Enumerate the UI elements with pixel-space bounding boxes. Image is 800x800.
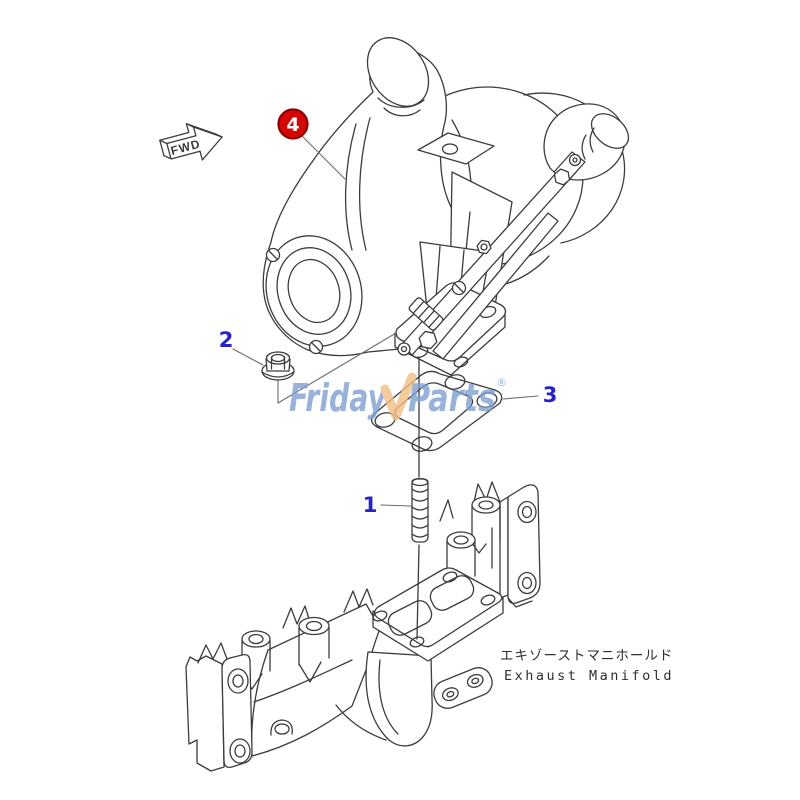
watermark-swoosh-icon (380, 372, 417, 421)
mounting-stud (411, 356, 429, 640)
flange-nut (261, 351, 295, 381)
manifold-right-flange (473, 481, 541, 608)
turbocharger (262, 37, 630, 376)
watermark: Friday Parts ® (289, 372, 507, 421)
callout-2-number: 2 (219, 328, 234, 352)
manifold-boss (241, 605, 330, 690)
callout-4-number: 4 (286, 114, 299, 136)
turbo-mount-flange (372, 567, 504, 662)
side-pad-flange (433, 667, 493, 709)
callout-4: 4 (277, 108, 346, 180)
callout-3: 3 (502, 383, 558, 407)
watermark-brand-right: Parts (408, 376, 496, 420)
oil-port-boss (417, 132, 495, 165)
callout-3-number: 3 (543, 383, 558, 407)
projection-lines (277, 332, 397, 404)
caption-japanese: エキゾーストマニホールド (500, 648, 673, 664)
caption: エキゾーストマニホールド Exhaust Manifold (500, 648, 674, 684)
manifold-belly (335, 651, 433, 747)
compressor-inlet (265, 235, 363, 347)
housing-bolts (265, 247, 324, 355)
wastegate-rod (397, 151, 586, 360)
callout-2: 2 (219, 328, 264, 366)
caption-english: Exhaust Manifold (504, 668, 674, 684)
callout-1-number: 1 (363, 493, 378, 517)
manifold-left-flange (185, 642, 253, 772)
callout-1: 1 (363, 493, 412, 517)
callout-4-badge (277, 108, 309, 140)
watermark-brand-left: Friday (289, 376, 388, 420)
adjuster-nut (418, 330, 438, 350)
exhaust-manifold (185, 481, 541, 772)
rod-nut (476, 239, 492, 255)
compressor-outlet-bead (366, 37, 430, 107)
watermark-registered-mark: ® (496, 376, 507, 389)
fwd-arrow-icon: FWD (159, 123, 223, 161)
